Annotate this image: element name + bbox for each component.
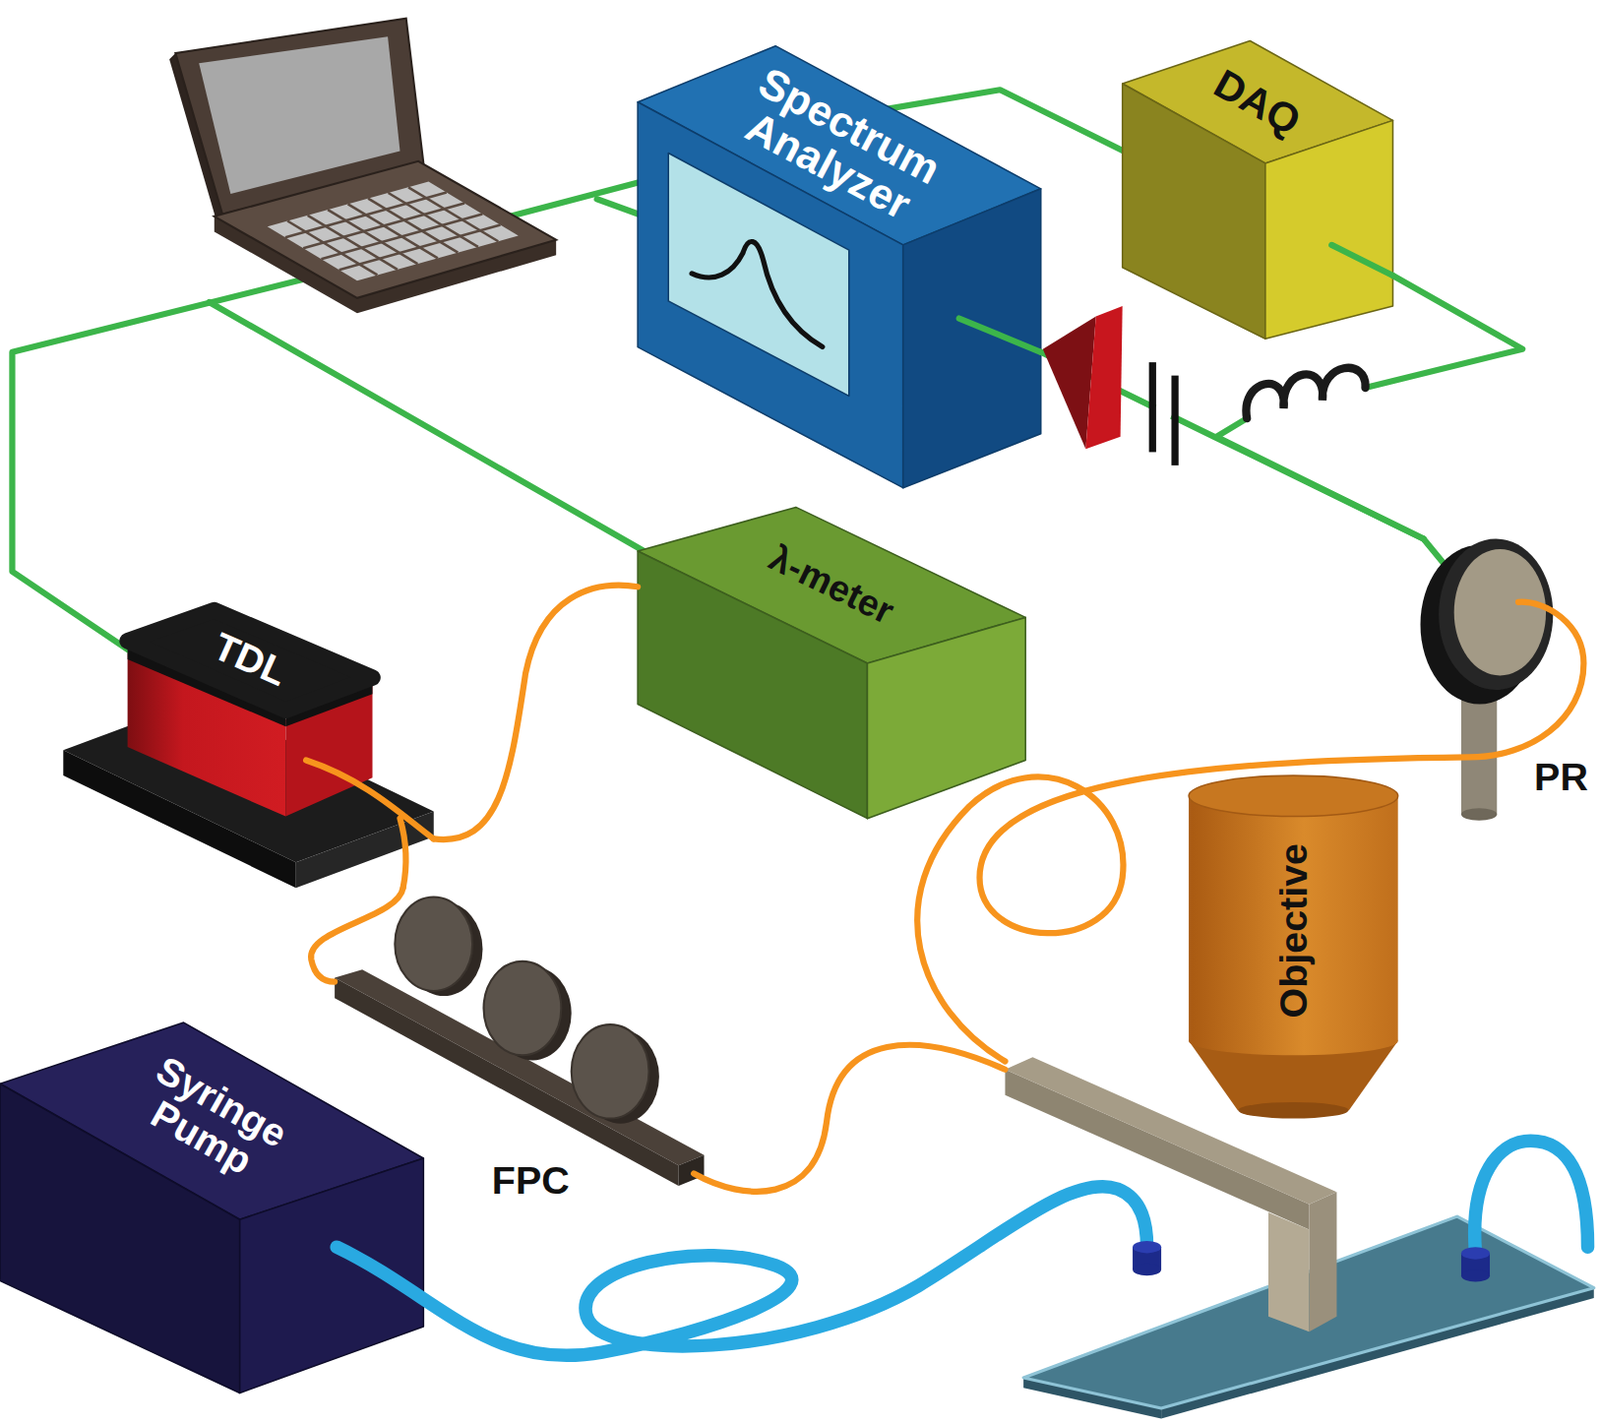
spectrum-analyzer-box (903, 188, 1042, 489)
signal-cable (959, 245, 1394, 353)
inductor-symbol (1245, 368, 1365, 419)
photoreceiver (1454, 549, 1546, 677)
polarization-controller (678, 1155, 705, 1186)
node-label: λ-meter (763, 538, 900, 631)
tunable-laser: TDL (62, 600, 433, 888)
capacitor-symbol (1149, 362, 1179, 466)
syringe-pump-box (0, 1022, 424, 1393)
wavelength-meter: λ-meter (637, 506, 1026, 818)
optical-fiber (400, 818, 407, 889)
capacitor-symbol (1149, 362, 1157, 452)
objective-lens (1237, 1102, 1349, 1119)
tube-inlet (1132, 1263, 1162, 1276)
objective-lens (1188, 1026, 1399, 1055)
photoreceiver (1438, 539, 1553, 690)
objective-lens: Objective (1188, 773, 1399, 1115)
signal-cable (1331, 245, 1393, 276)
objective-lens (1188, 775, 1399, 1118)
optical-fiber (433, 585, 638, 840)
inductor-symbol (1248, 388, 1363, 419)
laptop (285, 186, 501, 275)
optical-fiber (917, 602, 1584, 1062)
node-label: Syringe Pump (102, 1034, 320, 1206)
daq-box (1122, 83, 1266, 339)
node-label: Spectrum Analyzer (714, 51, 965, 242)
fiber-holder (1004, 1056, 1337, 1204)
spectrum-analyzer: Spectrum Analyzer (637, 46, 1042, 489)
laptop (198, 36, 400, 194)
optical-fiber (693, 1045, 1005, 1192)
node-label: DAQ (1207, 61, 1308, 143)
laptop (267, 182, 519, 282)
wavelength-meter-box (866, 616, 1026, 818)
inductor-symbol (1245, 368, 1365, 419)
syringe-pump: Syringe Pump (0, 1022, 424, 1393)
daq-box: DAQ (1122, 40, 1394, 339)
laptop (408, 186, 498, 242)
laptop (169, 18, 556, 314)
objective-lens (1188, 796, 1399, 1042)
fluid-tubing (336, 1186, 1147, 1356)
tube-inlet (1132, 1240, 1162, 1253)
tube-inlet (1461, 1269, 1490, 1282)
photoreceiver: PR (1406, 539, 1593, 820)
optical-fiber (310, 887, 404, 982)
laptop (214, 161, 556, 299)
objective-lens (1188, 775, 1399, 816)
polarization-controller (484, 961, 562, 1055)
amplifier-symbol (1085, 306, 1122, 449)
tube-inlet (1132, 1240, 1490, 1282)
signal-cable (959, 318, 1042, 353)
fiber-holder (1268, 1212, 1309, 1332)
photoreceiver (1419, 539, 1553, 821)
node-label: Objective (1273, 843, 1314, 1018)
node-label: FPC (492, 1161, 570, 1202)
tunable-laser (127, 610, 373, 711)
wavelength-meter-box (637, 506, 1026, 818)
photoreceiver (1461, 807, 1497, 820)
signal-wire (1216, 275, 1523, 540)
fluid-tubing (336, 1140, 1588, 1355)
daq-box (1122, 40, 1394, 339)
fluid-tubing (1475, 1140, 1589, 1253)
spectrum-analyzer-box (668, 153, 850, 397)
polarization-controller (334, 897, 704, 1186)
optical-fiber (306, 760, 434, 840)
tunable-laser (62, 610, 433, 888)
tube-inlet (1461, 1246, 1490, 1259)
spectrum-analyzer-box (691, 242, 823, 348)
node-label: PR (1534, 756, 1589, 798)
spectrum-analyzer-box (637, 46, 1042, 489)
optical-fiber (306, 602, 1584, 1192)
node-label: TDL (207, 625, 294, 694)
signal-cable (209, 302, 659, 559)
polarization-controller (571, 1024, 650, 1118)
capacitor-symbol (1155, 407, 1172, 416)
capacitor-symbol (1170, 375, 1178, 466)
polarization-controller (394, 897, 473, 991)
daq-box (1265, 120, 1394, 339)
polarization-controller: FPC (334, 894, 704, 1206)
amplifier-symbol (1043, 306, 1123, 449)
fiber-holder (1308, 1191, 1337, 1332)
